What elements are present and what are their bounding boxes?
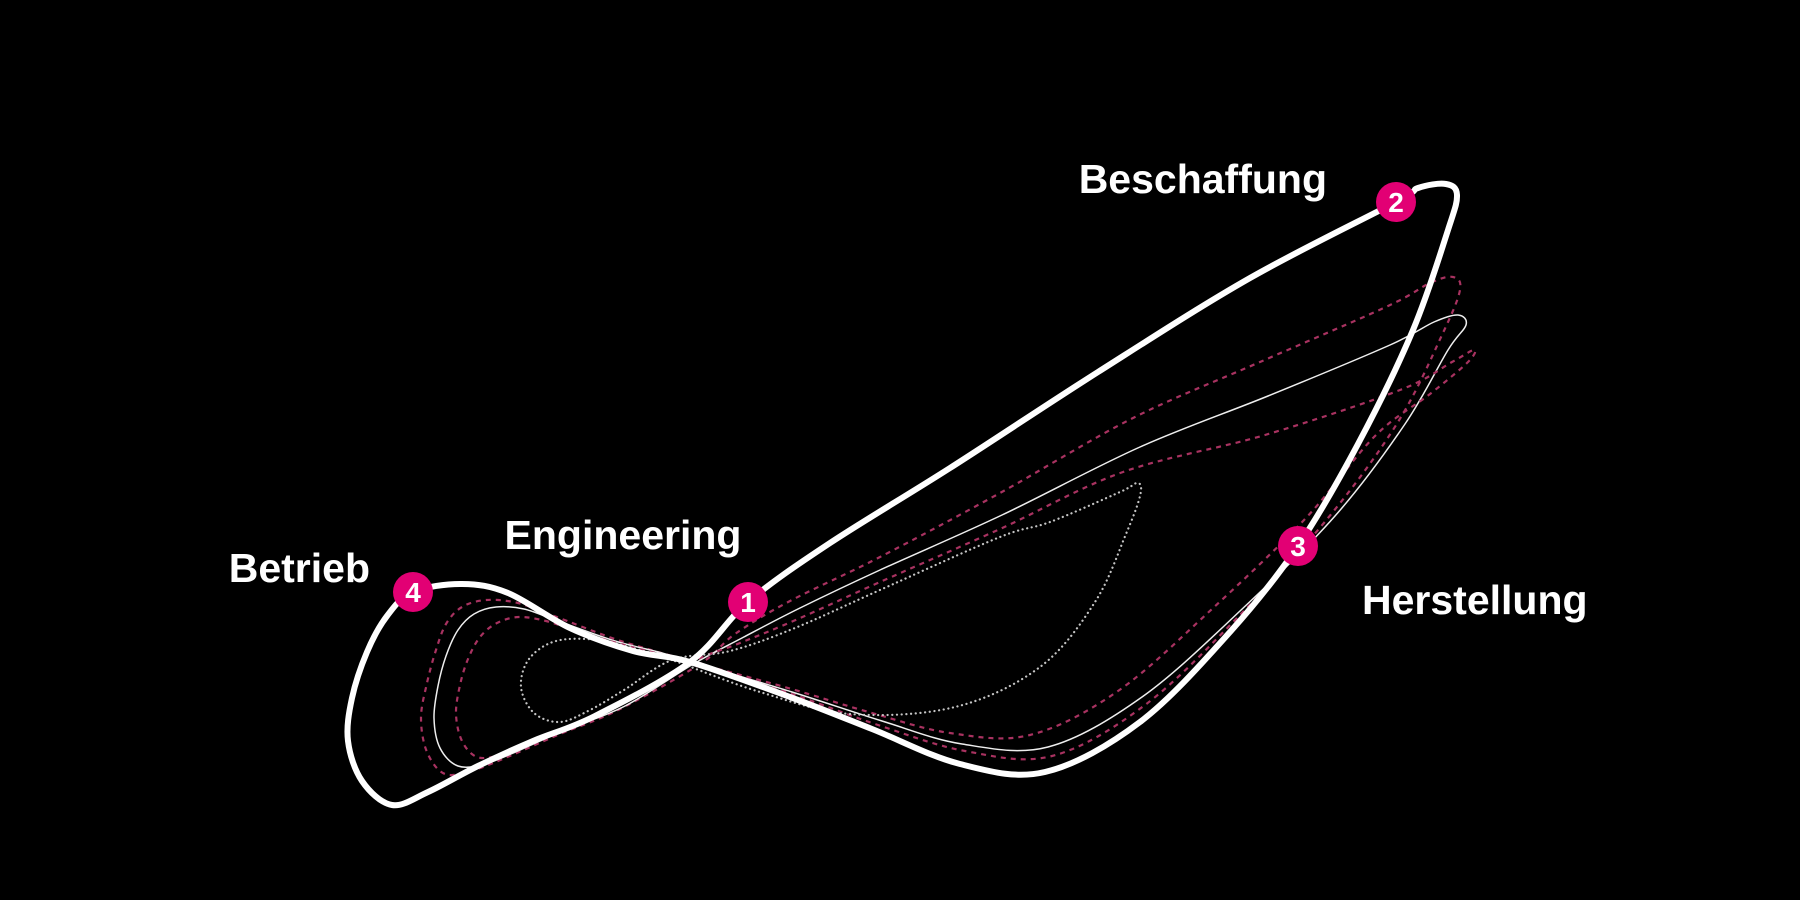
phase-marker-number-4: 4 <box>405 577 421 608</box>
phase-marker-number-1: 1 <box>740 587 756 618</box>
phase-label-herstellung: Herstellung <box>1362 577 1588 623</box>
phase-marker-circle-3 <box>1278 526 1318 566</box>
phase-marker-1: 1 <box>728 582 768 622</box>
phase-label-betrieb: Betrieb <box>229 545 370 591</box>
phase-marker-number-2: 2 <box>1388 187 1404 218</box>
curves-layer <box>344 180 1477 809</box>
phase-marker-circle-2 <box>1376 182 1416 222</box>
phase-marker-3: 3 <box>1278 526 1318 566</box>
phase-label-engineering: Engineering <box>505 512 742 558</box>
curve-main-loop <box>344 180 1461 809</box>
phase-marker-2: 2 <box>1376 182 1416 222</box>
phase-marker-circle-1 <box>728 582 768 622</box>
curve-echo-loop-gray-dotted <box>519 481 1143 724</box>
phase-marker-number-3: 3 <box>1290 531 1306 562</box>
phase-marker-4: 4 <box>393 572 433 612</box>
curve-echo-loop-inner-red <box>454 348 1477 760</box>
phase-label-beschaffung: Beschaffung <box>1079 156 1327 202</box>
phase-marker-circle-4 <box>393 572 433 612</box>
curve-echo-loop-thin-white <box>433 314 1468 769</box>
markers-layer: 1 2 3 4 <box>393 182 1416 622</box>
curve-echo-loop-outer-red <box>419 275 1462 777</box>
